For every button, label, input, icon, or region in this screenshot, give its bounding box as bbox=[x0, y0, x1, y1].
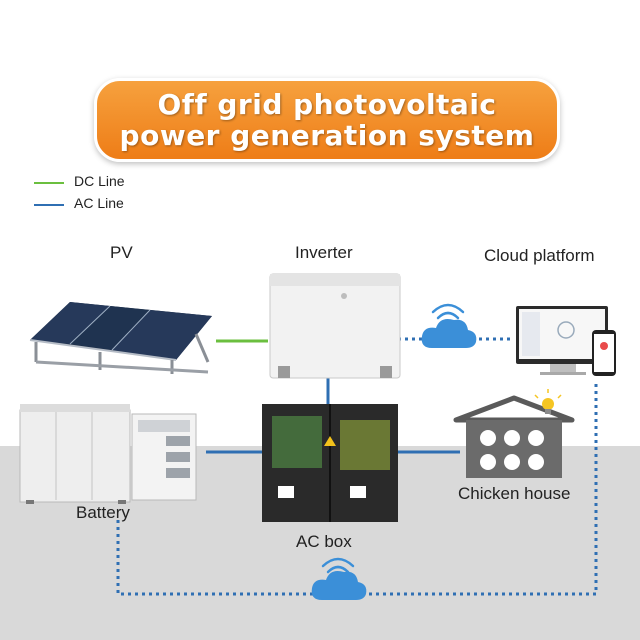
label-cloud-platform: Cloud platform bbox=[484, 246, 595, 265]
legend-label-ac: AC Line bbox=[74, 195, 124, 211]
lightbulb-icon bbox=[534, 389, 562, 414]
cloud-icon bbox=[311, 571, 367, 600]
label-pv: PV bbox=[110, 243, 133, 262]
solar-panel-icon bbox=[29, 302, 212, 374]
inverter-icon bbox=[269, 273, 401, 379]
cloud-icon bbox=[421, 319, 477, 348]
computer-monitor-icon bbox=[516, 306, 608, 375]
label-inverter: Inverter bbox=[295, 243, 353, 262]
dotted-line-bottom-loop bbox=[116, 384, 598, 596]
legend-swatch-ac bbox=[34, 204, 64, 206]
battery-cabinet-icon bbox=[19, 404, 197, 504]
label-ac-box: AC box bbox=[296, 532, 352, 551]
phone-icon bbox=[592, 330, 616, 376]
label-chicken-house: Chicken house bbox=[458, 484, 571, 503]
title-line-2: power generation system bbox=[119, 119, 535, 152]
label-battery: Battery bbox=[76, 503, 130, 522]
title-line-1: Off grid photovoltaic bbox=[157, 88, 497, 121]
legend-swatch-dc bbox=[34, 182, 64, 184]
fan-icon bbox=[480, 430, 544, 470]
wifi-icon bbox=[431, 303, 465, 320]
title-banner: Off grid photovoltaic power generation s… bbox=[94, 78, 560, 162]
electrical-cabinet-icon bbox=[262, 404, 398, 522]
legend-label-dc: DC Line bbox=[74, 173, 125, 189]
wifi-icon bbox=[321, 557, 355, 574]
